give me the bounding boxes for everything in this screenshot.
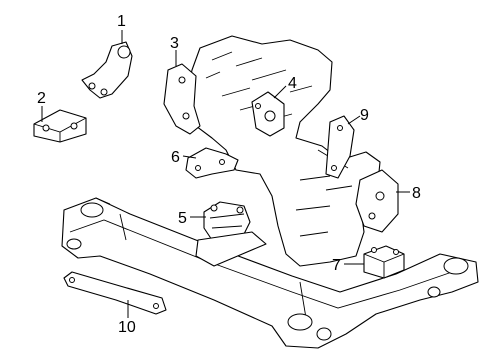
callout-5: 5 [178,210,187,227]
transmission-mount-bracket [355,169,399,233]
side-bracket [163,63,201,135]
callout-2: 2 [37,90,46,107]
upper-mount-bracket [81,41,133,99]
engine-cradle [61,197,479,349]
callout-6: 6 [171,149,180,166]
callout-1: 1 [117,13,126,30]
mount-pad [33,109,87,143]
callout-8: 8 [412,185,421,202]
leader-6 [182,155,197,159]
lower-bracket [185,147,239,179]
callout-9: 9 [360,107,369,124]
callout-10: 10 [118,319,136,336]
callout-labels: 1 2 3 4 5 6 7 8 9 10 [37,13,421,336]
leader-4 [273,85,287,99]
front-engine-mount [195,201,267,267]
engine-mount-bracket [251,91,285,137]
leader-9 [347,115,361,125]
rear-mount [363,245,405,279]
callout-3: 3 [170,35,179,52]
brace-strut [63,271,167,315]
callout-4: 4 [288,75,297,92]
small-bracket [325,115,355,179]
callout-7: 7 [332,257,341,274]
leader-lines [41,30,410,318]
